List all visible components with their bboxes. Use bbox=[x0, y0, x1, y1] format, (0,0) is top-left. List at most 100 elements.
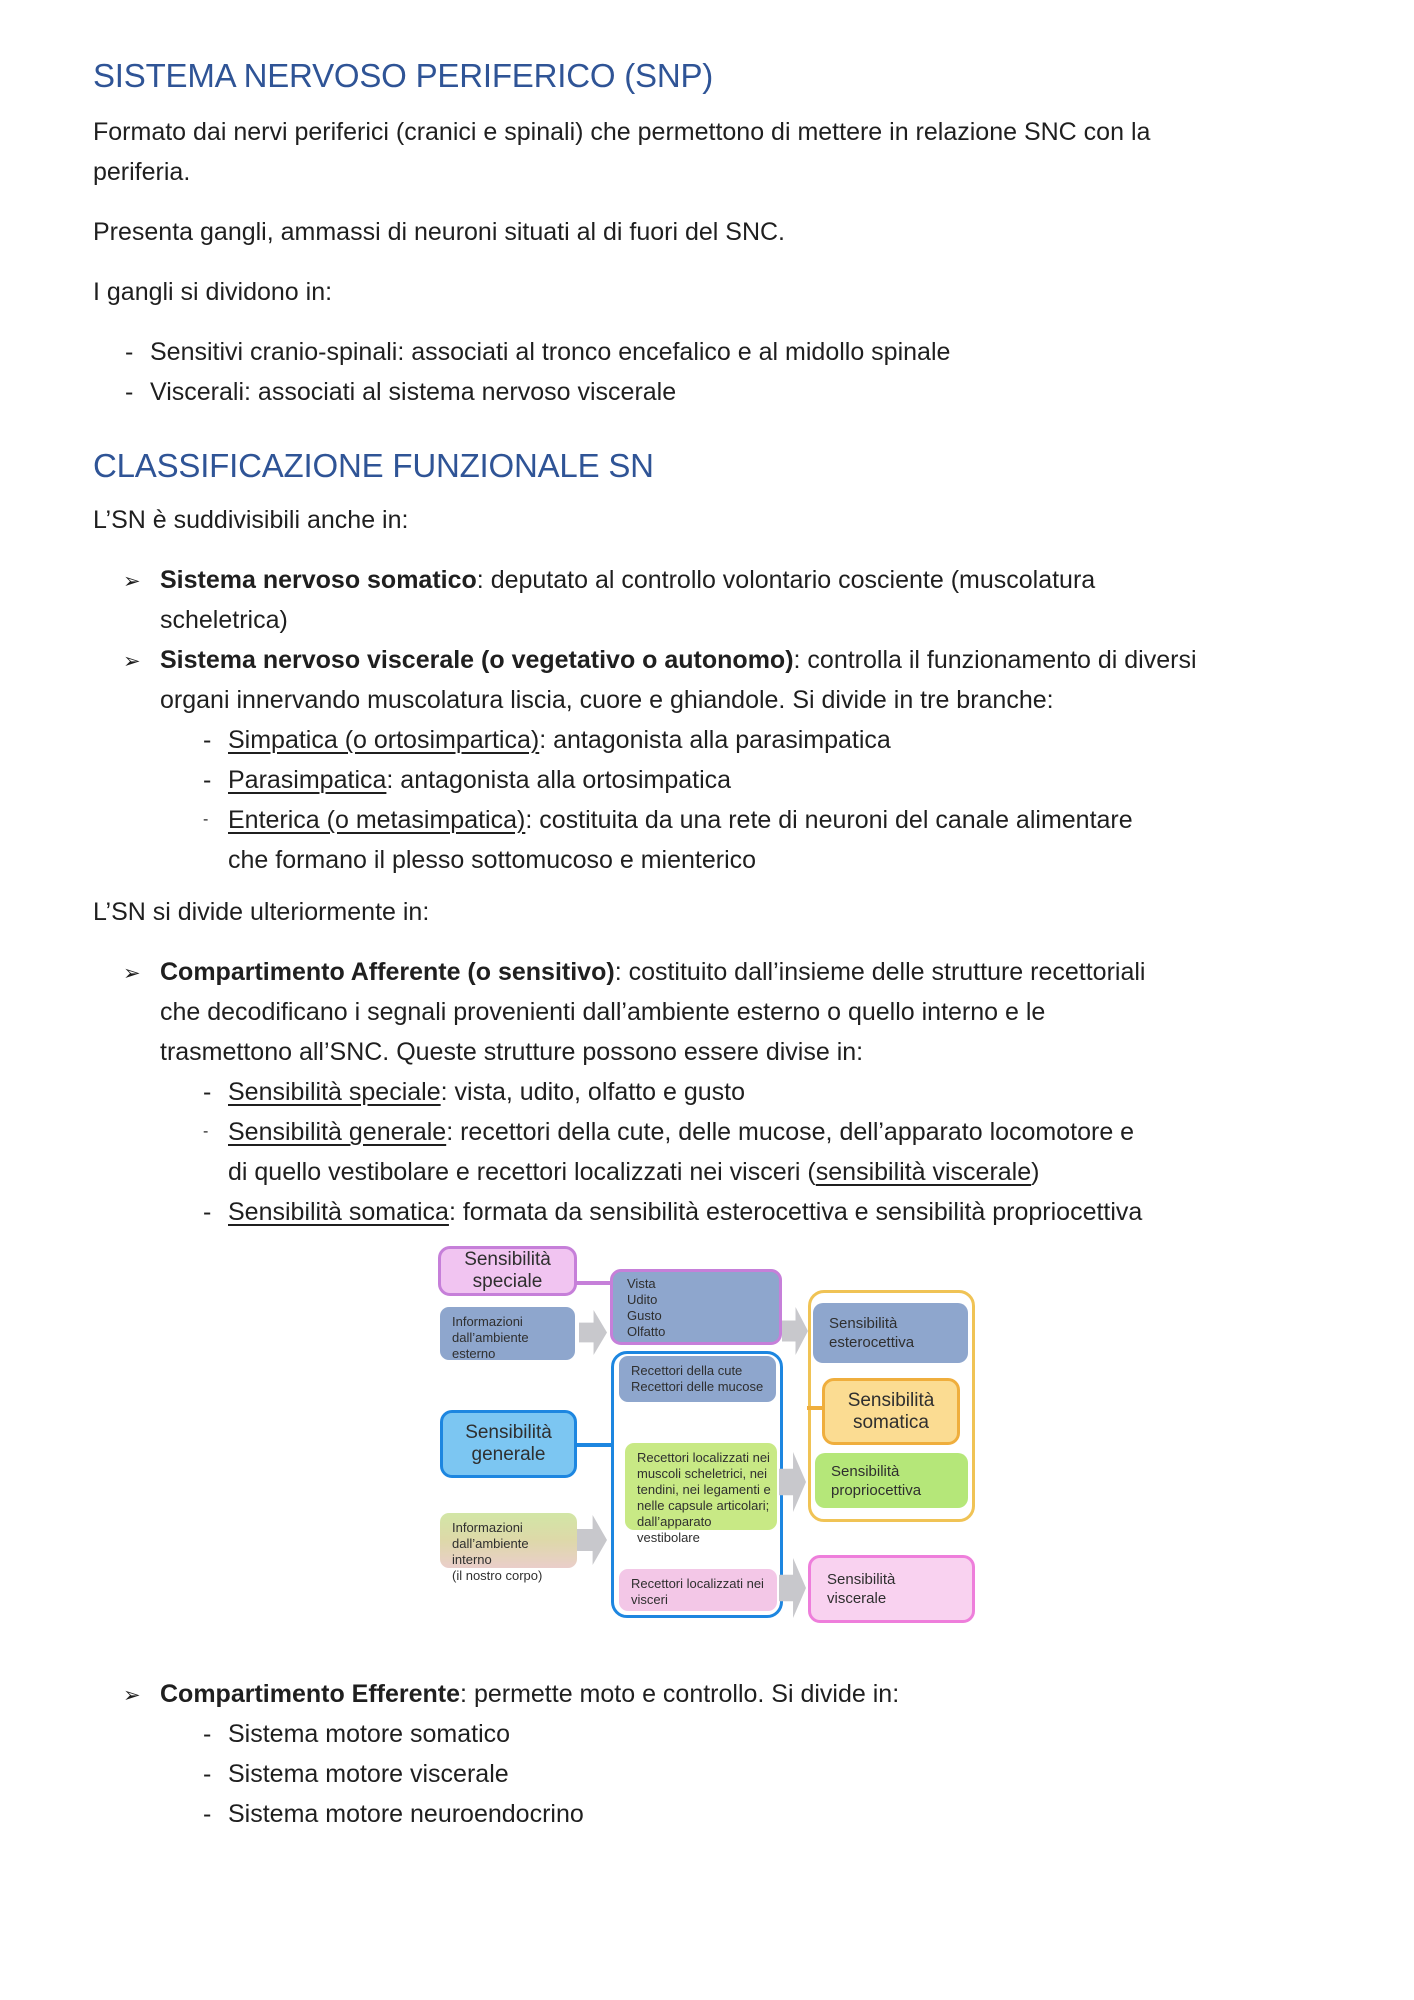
paragraph-gangli-list-intro: I gangli si dividono in: bbox=[93, 278, 333, 306]
dash-bullet-icon: - bbox=[203, 811, 209, 828]
list-item-text: Sistema nervoso somatico: deputato al co… bbox=[160, 560, 1320, 640]
block-arrow-icon bbox=[782, 1307, 808, 1355]
diagram-box-info-ambiente-esterno: Informazioni dall’ambiente esterno bbox=[440, 1307, 575, 1361]
connector-generale-line bbox=[575, 1443, 613, 1447]
text-line: che formano il plesso sottomucoso e mien… bbox=[228, 846, 757, 874]
efferente-list: ➢ Compartimento Efferente: permette moto… bbox=[93, 1674, 1320, 1834]
text-run: : antagonista alla parasimpatica bbox=[539, 726, 891, 754]
text-line: Sensibilità generale: recettori della cu… bbox=[228, 1112, 1320, 1152]
underlined-term: Simpatica (o ortosimpartica) bbox=[228, 726, 540, 754]
text-line: Formato dai nervi periferici (cranici e … bbox=[93, 118, 1151, 146]
text-line: di quello vestibolare e recettori locali… bbox=[228, 1152, 1320, 1192]
bold-term: Compartimento Afferente (o sensitivo) bbox=[160, 958, 615, 986]
text-run: : vista, udito, olfatto e gusto bbox=[440, 1078, 745, 1106]
list-item-parasimpatica: - Parasimpatica: antagonista alla ortosi… bbox=[93, 760, 1320, 800]
bold-term: Sistema nervoso somatico bbox=[160, 566, 477, 594]
dash-bullet-icon: - bbox=[203, 1720, 212, 1748]
paragraph-snp-intro: Formato dai nervi periferici (cranici e … bbox=[93, 112, 1320, 192]
diagram-box-recettori-muscoli: Recettori localizzati nei muscoli schele… bbox=[625, 1443, 777, 1545]
dash-bullet-icon: - bbox=[125, 378, 134, 406]
section-title-classificazione: CLASSIFICAZIONE FUNZIONALE SN bbox=[93, 447, 654, 484]
dash-bullet-icon: - bbox=[125, 338, 134, 366]
arrow-bullet-icon: ➢ bbox=[123, 961, 141, 985]
diagram-box-vista-udito-gusto-olfatto: Vista Udito Gusto Olfatto bbox=[610, 1269, 782, 1345]
text-line: periferia. bbox=[93, 158, 191, 186]
text-line: Sistema nervoso somatico: deputato al co… bbox=[160, 560, 1320, 600]
text-line: che decodificano i segnali provenienti d… bbox=[160, 998, 1046, 1026]
dash-bullet-icon: - bbox=[203, 1078, 212, 1106]
block-arrow-icon bbox=[577, 1515, 607, 1565]
underlined-term: Sensibilità somatica bbox=[228, 1198, 449, 1226]
underlined-term: Sensibilità generale bbox=[228, 1118, 447, 1146]
block-arrow-icon bbox=[779, 1452, 806, 1512]
dash-bullet-icon: - bbox=[203, 1760, 212, 1788]
list-item-text: Sistema motore somatico bbox=[228, 1720, 511, 1748]
connector-speciale-line bbox=[575, 1281, 612, 1285]
branche-list: - Simpatica (o ortosimpartica): antagoni… bbox=[93, 720, 1320, 880]
list-item-text: Sistema motore viscerale bbox=[228, 1760, 509, 1788]
list-item-simpatica: - Simpatica (o ortosimpartica): antagoni… bbox=[93, 720, 1320, 760]
text-line: trasmettono all’SNC. Queste strutture po… bbox=[160, 1038, 864, 1066]
text-run: : recettori della cute, delle mucose, de… bbox=[446, 1118, 1135, 1146]
text-line: Sistema nervoso viscerale (o vegetativo … bbox=[160, 640, 1320, 680]
text-run: : permette moto e controllo. Si divide i… bbox=[460, 1680, 900, 1708]
dash-bullet-icon: - bbox=[203, 1123, 209, 1140]
bold-term: Compartimento Efferente bbox=[160, 1680, 461, 1708]
diagram-box-recettori-cute-mucose: Recettori della cute Recettori delle muc… bbox=[619, 1356, 776, 1402]
dash-bullet-icon: - bbox=[203, 726, 212, 754]
sensibilita-diagram: Sensibilità speciale Informazioni dall’a… bbox=[438, 1246, 975, 1628]
diagram-box-info-ambiente-interno: Informazioni dall’ambiente interno (il n… bbox=[440, 1513, 577, 1583]
list-item-afferente: ➢ Compartimento Afferente (o sensitivo):… bbox=[93, 952, 1320, 1072]
underlined-term: Parasimpatica bbox=[228, 766, 387, 794]
text-run: : costituita da una rete di neuroni del … bbox=[525, 806, 1133, 834]
list-item-motore-somatico: - Sistema motore somatico bbox=[93, 1714, 1320, 1754]
diagram-box-sensibilita-esterocettiva: Sensibilità esterocettiva bbox=[813, 1303, 968, 1363]
underlined-term: Sensibilità speciale bbox=[228, 1078, 441, 1106]
arrow-bullet-icon: ➢ bbox=[123, 649, 141, 673]
dash-bullet-icon: - bbox=[203, 1800, 212, 1828]
text-line: Enterica (o metasimpatica): costituita d… bbox=[228, 800, 1320, 840]
diagram-box-sensibilita-speciale: Sensibilità speciale bbox=[438, 1246, 577, 1296]
list-item-efferente: ➢ Compartimento Efferente: permette moto… bbox=[93, 1674, 1320, 1714]
list-item-text: Compartimento Afferente (o sensitivo): c… bbox=[160, 952, 1320, 1072]
text-run: : formata da sensibilità esterocettiva e… bbox=[448, 1198, 1143, 1226]
text-run: : antagonista alla ortosimpatica bbox=[386, 766, 732, 794]
text-line: scheletrica) bbox=[160, 606, 288, 634]
page-title: SISTEMA NERVOSO PERIFERICO (SNP) bbox=[93, 57, 714, 94]
arrow-bullet-icon: ➢ bbox=[123, 569, 141, 593]
diagram-box-sensibilita-somatica: Sensibilità somatica bbox=[822, 1378, 960, 1445]
underlined-term: Enterica (o metasimpatica) bbox=[228, 806, 526, 834]
text-run: : deputato al controllo volontario cosci… bbox=[476, 566, 1096, 594]
paragraph-sn-intro: L’SN è suddivisibili anche in: bbox=[93, 506, 409, 534]
list-item-motore-neuroendocrino: - Sistema motore neuroendocrino bbox=[93, 1794, 1320, 1834]
diagram-box-sensibilita-viscerale: Sensibilità viscerale bbox=[808, 1555, 975, 1623]
diagram-box-sensibilita-generale: Sensibilità generale bbox=[440, 1410, 577, 1478]
connector-somatica-line bbox=[807, 1406, 824, 1410]
block-arrow-icon bbox=[779, 1558, 806, 1618]
diagram-box-recettori-visceri: Recettori localizzati nei visceri bbox=[619, 1569, 777, 1611]
dash-bullet-icon: - bbox=[203, 1198, 212, 1226]
arrow-bullet-icon: ➢ bbox=[123, 1683, 141, 1707]
paragraph-gangli: Presenta gangli, ammassi di neuroni situ… bbox=[93, 218, 786, 246]
text-line: Compartimento Afferente (o sensitivo): c… bbox=[160, 952, 1320, 992]
compartimenti-list: ➢ Compartimento Afferente (o sensitivo):… bbox=[93, 952, 1320, 1232]
list-item: - Sensitivi cranio-spinali: associati al… bbox=[93, 332, 1320, 372]
sn-types-list: ➢ Sistema nervoso somatico: deputato al … bbox=[93, 560, 1320, 880]
text-run: di quello vestibolare e recettori locali… bbox=[228, 1158, 816, 1186]
list-item-somatico: ➢ Sistema nervoso somatico: deputato al … bbox=[93, 560, 1320, 640]
diagram-box-sensibilita-propriocettiva: Sensibilità propriocettiva bbox=[815, 1453, 968, 1508]
list-item: - Viscerali: associati al sistema nervos… bbox=[93, 372, 1320, 412]
list-item-enterica: - Enterica (o metasimpatica): costituita… bbox=[93, 800, 1320, 880]
text-line: Compartimento Efferente: permette moto e… bbox=[160, 1674, 1320, 1714]
paragraph-sn-divide: L’SN si divide ulteriormente in: bbox=[93, 898, 430, 926]
list-item-text: Sistema motore neuroendocrino bbox=[228, 1800, 584, 1828]
list-item-text: Sensitivi cranio-spinali: associati al t… bbox=[150, 338, 951, 366]
list-item-text: Sistema nervoso viscerale (o vegetativo … bbox=[160, 640, 1320, 720]
text-run: ) bbox=[1031, 1158, 1040, 1186]
list-item-motore-viscerale: - Sistema motore viscerale bbox=[93, 1754, 1320, 1794]
list-item-sens-speciale: - Sensibilità speciale: vista, udito, ol… bbox=[93, 1072, 1320, 1112]
block-arrow-icon bbox=[579, 1310, 607, 1355]
list-item-sens-somatica: - Sensibilità somatica: formata da sensi… bbox=[93, 1192, 1320, 1232]
underlined-term: sensibilità viscerale bbox=[815, 1158, 1032, 1186]
